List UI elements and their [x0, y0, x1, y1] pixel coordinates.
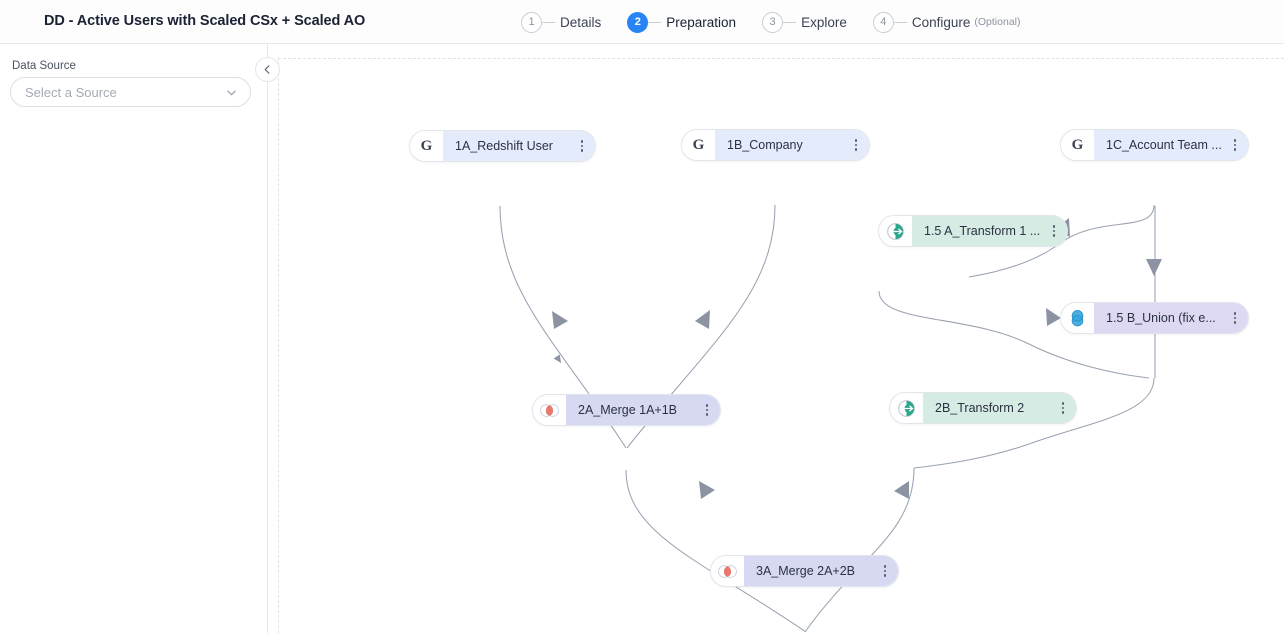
- node-label: 2A_Merge 1A+1B: [578, 403, 678, 417]
- pipeline-node-15a-transform-1[interactable]: 1.5 A_Transform 1 ...: [878, 215, 1068, 247]
- edge-arrowheads: [552, 218, 1162, 499]
- arrow-1b-2a: [695, 310, 710, 329]
- node-menu-button[interactable]: [883, 565, 886, 577]
- node-label: 1A_Redshift User: [455, 139, 553, 153]
- edge-1a-2a-arrow: [553, 354, 562, 364]
- sidebar-collapse-button[interactable]: [255, 57, 280, 82]
- pipeline-node-3a-merge[interactable]: 3A_Merge 2A+2B: [710, 555, 899, 587]
- node-label: 1.5 B_Union (fix e...: [1106, 311, 1216, 325]
- step-label: Explore: [801, 14, 847, 30]
- google-sheets-icon: G: [1061, 130, 1094, 160]
- step-label: Details: [560, 14, 602, 30]
- edge-15b-2b: [913, 377, 1155, 469]
- step-number: 1: [521, 11, 542, 33]
- node-menu-button[interactable]: [854, 139, 857, 151]
- wizard-stepper: 1 Details 2 Preparation 3 Explore 4 Conf…: [521, 0, 1021, 44]
- node-body: 2B_Transform 2: [923, 393, 1076, 423]
- edge-2a-3a: [625, 469, 807, 633]
- arrow-1c-15b: [1146, 259, 1162, 276]
- transform-icon: [890, 393, 923, 423]
- node-label: 2B_Transform 2: [935, 401, 1025, 415]
- node-menu-button[interactable]: [1233, 139, 1236, 151]
- canvas-frame: [278, 58, 1284, 633]
- data-source-select-value: Select a Source: [25, 84, 117, 100]
- step-preparation[interactable]: 2 Preparation: [627, 11, 737, 33]
- node-menu-button[interactable]: [580, 140, 583, 152]
- chevron-left-icon: [264, 65, 270, 74]
- edge-2b-3a: [804, 467, 915, 633]
- step-connector: [893, 21, 907, 23]
- pipeline-node-1c-account-team[interactable]: G 1C_Account Team ...: [1060, 129, 1249, 161]
- node-menu-button[interactable]: [1052, 225, 1055, 237]
- node-label: 3A_Merge 2A+2B: [756, 564, 856, 578]
- step-connector: [648, 21, 662, 23]
- node-body: 1B_Company: [715, 130, 869, 160]
- data-source-label: Data Source: [12, 60, 76, 72]
- node-label: 1C_Account Team ...: [1106, 138, 1222, 152]
- merge-icon: [711, 556, 744, 586]
- node-body: 1.5 A_Transform 1 ...: [912, 216, 1067, 246]
- step-details[interactable]: 1 Details: [521, 11, 602, 33]
- step-connector: [783, 21, 797, 23]
- arrow-15a-15b: [1046, 308, 1061, 326]
- node-label: 1B_Company: [727, 138, 803, 152]
- google-sheets-icon: G: [682, 130, 715, 160]
- page-title: DD - Active Users with Scaled CSx + Scal…: [44, 13, 366, 29]
- node-label: 1.5 A_Transform 1 ...: [924, 224, 1041, 238]
- node-menu-button[interactable]: [1061, 402, 1064, 414]
- arrow-1a-2a: [552, 311, 568, 329]
- google-sheets-icon: G: [410, 131, 443, 161]
- pipeline-node-15b-union[interactable]: 1.5 B_Union (fix e...: [1060, 302, 1249, 334]
- node-body: 1A_Redshift User: [443, 131, 595, 161]
- pipeline-node-1a-redshift-user[interactable]: G 1A_Redshift User: [409, 130, 596, 162]
- node-menu-button[interactable]: [705, 404, 708, 416]
- step-connector: [542, 21, 555, 23]
- node-body: 3A_Merge 2A+2B: [744, 556, 898, 586]
- node-body: 1.5 B_Union (fix e...: [1094, 303, 1248, 333]
- step-configure[interactable]: 4 Configure (Optional): [872, 11, 1021, 33]
- chevron-down-icon: [227, 90, 236, 96]
- arrow-2a-3a: [699, 481, 715, 499]
- node-body: 2A_Merge 1A+1B: [566, 395, 720, 425]
- pipeline-node-2b-transform-2[interactable]: 2B_Transform 2: [889, 392, 1077, 424]
- pipeline-node-2a-merge[interactable]: 2A_Merge 1A+1B: [532, 394, 721, 426]
- app-header: DD - Active Users with Scaled CSx + Scal…: [0, 0, 1284, 44]
- node-menu-button[interactable]: [1233, 312, 1236, 324]
- pipeline-node-1b-company[interactable]: G 1B_Company: [681, 129, 870, 161]
- arrow-2b-3a: [894, 481, 909, 499]
- edge-15a-15b: [878, 290, 1150, 379]
- step-label: Preparation: [666, 14, 737, 30]
- step-optional-tag: (Optional): [974, 16, 1021, 28]
- step-number: 3: [762, 11, 784, 33]
- step-label: Configure: [911, 14, 971, 30]
- union-icon: [1061, 303, 1094, 333]
- node-body: 1C_Account Team ...: [1094, 130, 1248, 160]
- step-number: 4: [872, 11, 894, 33]
- sidebar-panel: Data Source Select a Source: [0, 44, 268, 633]
- step-number: 2: [627, 11, 649, 33]
- transform-icon: [879, 216, 912, 246]
- pipeline-canvas[interactable]: G 1A_Redshift User G 1B_Company G 1C_Acc…: [269, 44, 1284, 633]
- merge-icon: [533, 395, 566, 425]
- step-explore[interactable]: 3 Explore: [762, 11, 847, 33]
- data-source-select[interactable]: Select a Source: [10, 77, 251, 107]
